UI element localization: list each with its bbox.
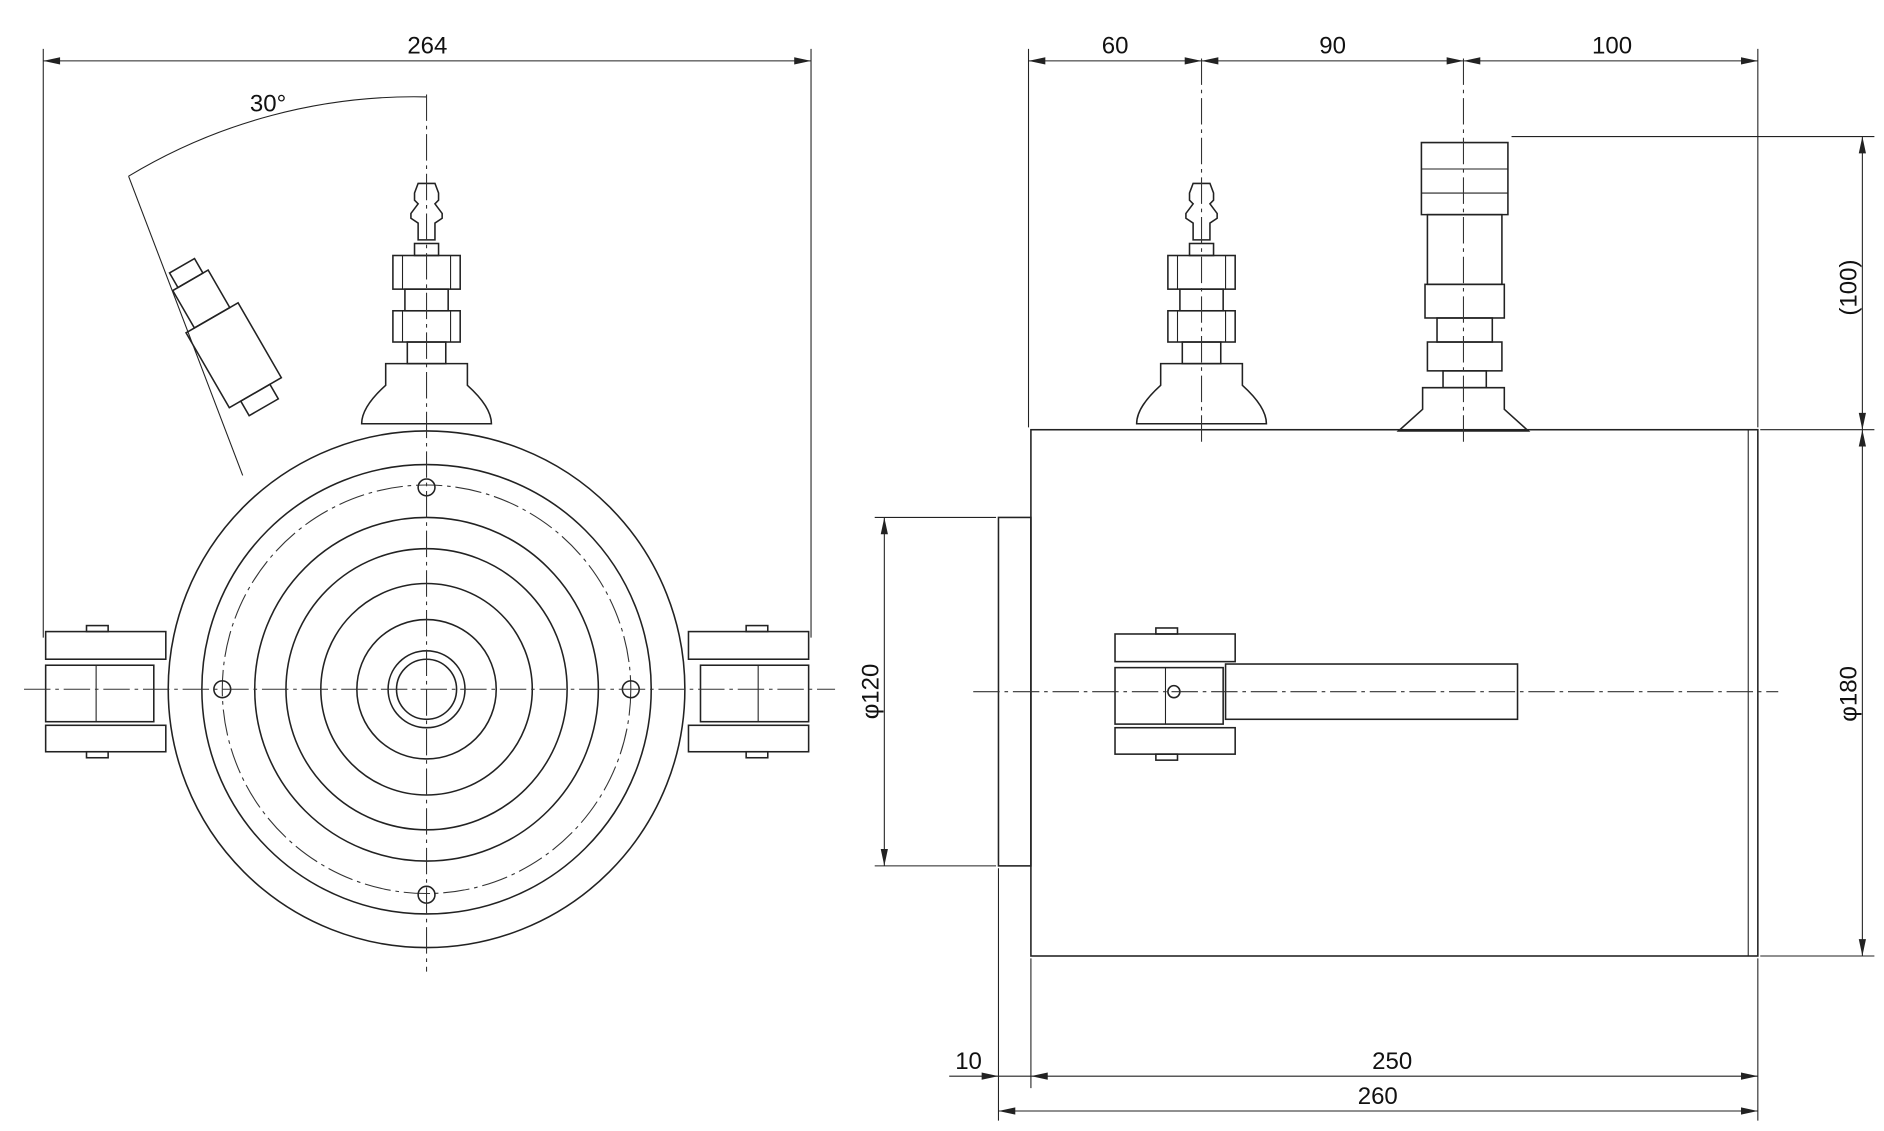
dim-phi180: φ180	[1835, 666, 1862, 722]
side-view: 60 90 100 (100) φ180 φ120 10 250	[857, 33, 1875, 1121]
dimension-264: 264	[42, 33, 812, 638]
bracket-right	[687, 624, 810, 759]
angle-arc	[128, 96, 427, 177]
angle-label: 30°	[250, 90, 286, 117]
dimensions-right: (100) φ180	[1511, 136, 1875, 957]
dimensions-left: φ120	[857, 516, 997, 867]
connector-angled	[168, 257, 283, 417]
dim-264: 264	[407, 33, 447, 60]
dim-250: 250	[1372, 1048, 1412, 1075]
cylinder-body	[1030, 428, 1759, 957]
dim-60: 60	[1102, 33, 1129, 60]
front-view: 30° 264	[24, 33, 836, 972]
dim-90: 90	[1319, 33, 1346, 60]
dim-10: 10	[955, 1048, 982, 1075]
dimensions-bottom: 10 250 260	[949, 868, 1759, 1121]
dim-260: 260	[1358, 1083, 1398, 1110]
dim-100: 100	[1592, 33, 1632, 60]
dim-100-ref: (100)	[1835, 260, 1862, 316]
dimensions-top: 60 90 100	[1027, 33, 1759, 428]
connector-2	[1396, 141, 1531, 432]
dim-phi120: φ120	[857, 664, 884, 720]
bracket-left	[44, 624, 167, 759]
bracket-side	[1114, 627, 1236, 761]
